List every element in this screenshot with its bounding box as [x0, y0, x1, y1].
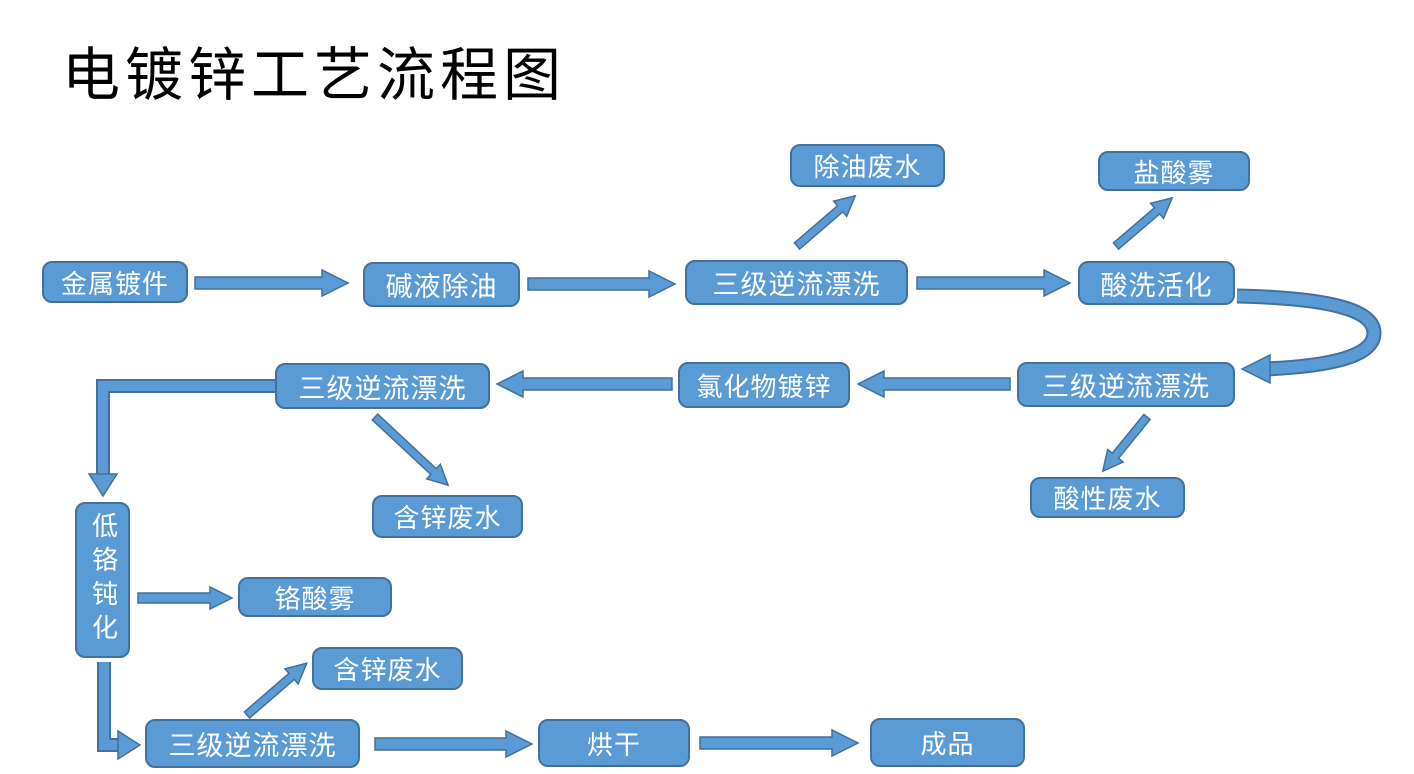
node-zinc-wastewater2: 含锌废水 [312, 647, 463, 690]
node-zinc-wastewater1-label: 含锌废水 [393, 504, 502, 533]
node-chromic-mist: 铬酸雾 [238, 577, 392, 617]
node-rinse2-left-label: 三级逆流漂洗 [298, 373, 467, 404]
node-low-chrome-passivation: 低铬钝化 [75, 502, 130, 658]
node-degrease-wastewater: 除油废水 [790, 144, 945, 187]
node-drying: 烘干 [538, 719, 690, 767]
node-rinse2-left: 三级逆流漂洗 [275, 363, 490, 409]
node-rinse4-label: 三级逆流漂洗 [168, 731, 337, 761]
node-alkali-degrease-label: 碱液除油 [385, 272, 498, 302]
node-hcl-mist-label: 盐酸雾 [1133, 158, 1215, 188]
page-title: 电镀锌工艺流程图 [62, 43, 567, 108]
arrow-drying-to-finished [699, 728, 860, 758]
node-rinse4: 三级逆流漂洗 [145, 719, 360, 768]
node-acid-activation-label: 酸洗活化 [1100, 270, 1213, 301]
node-low-chrome-passivation-label: 低铬钝化 [88, 512, 118, 648]
node-acid-wastewater-label: 酸性废水 [1053, 485, 1162, 514]
arrow-rinse4-to-drying [374, 729, 534, 759]
arrow-chloride-to-rinse2left [495, 369, 673, 399]
arrow-rinse2left-to-zinc-wastewater [371, 413, 450, 487]
arrow-rinse4-to-zinc-wastewater2 [243, 662, 308, 720]
node-chloride-zinc-label: 氯化物镀锌 [696, 372, 832, 402]
node-finished-label: 成品 [920, 730, 975, 759]
arrow-lowchrome-to-chromic-mist [137, 585, 234, 611]
node-rinse1: 三级逆流漂洗 [685, 260, 908, 305]
node-rinse2-right: 三级逆流漂洗 [1017, 362, 1235, 407]
arrow-lowchrome-to-rinse4-elbow [97, 662, 142, 761]
node-chromic-mist-label: 铬酸雾 [274, 584, 356, 614]
node-finished: 成品 [870, 718, 1025, 767]
node-zinc-wastewater2-label: 含锌废水 [333, 656, 442, 685]
arrow-degrease-to-rinse1 [527, 269, 677, 299]
arrow-rinse2-to-acid-wastewater [1101, 413, 1152, 473]
node-acid-wastewater: 酸性废水 [1030, 477, 1185, 518]
arrow-rinse2left-to-lowchrome-elbow [87, 379, 275, 498]
node-rinse2-right-label: 三级逆流漂洗 [1042, 372, 1210, 402]
node-metal-part-label: 金属镀件 [60, 269, 169, 299]
node-drying-label: 烘干 [586, 730, 641, 760]
node-alkali-degrease: 碱液除油 [363, 262, 520, 307]
node-metal-part: 金属镀件 [42, 261, 188, 303]
arrow-metal-to-degrease [194, 268, 350, 298]
node-hcl-mist: 盐酸雾 [1098, 151, 1250, 191]
arrow-acid-to-rinse2-curved [1236, 288, 1382, 385]
arrow-rinse2-to-chloride [856, 369, 1011, 399]
arrow-rinse1-to-degrease-wastewater [793, 194, 857, 251]
arrow-rinse1-to-acid [916, 268, 1072, 298]
node-acid-activation: 酸洗活化 [1078, 261, 1235, 305]
node-rinse1-label: 三级逆流漂洗 [712, 270, 881, 300]
node-degrease-wastewater-label: 除油废水 [813, 153, 922, 182]
arrow-acid-to-hcl-mist [1112, 196, 1174, 251]
node-chloride-zinc: 氯化物镀锌 [678, 362, 850, 408]
node-zinc-wastewater1: 含锌废水 [372, 495, 523, 538]
